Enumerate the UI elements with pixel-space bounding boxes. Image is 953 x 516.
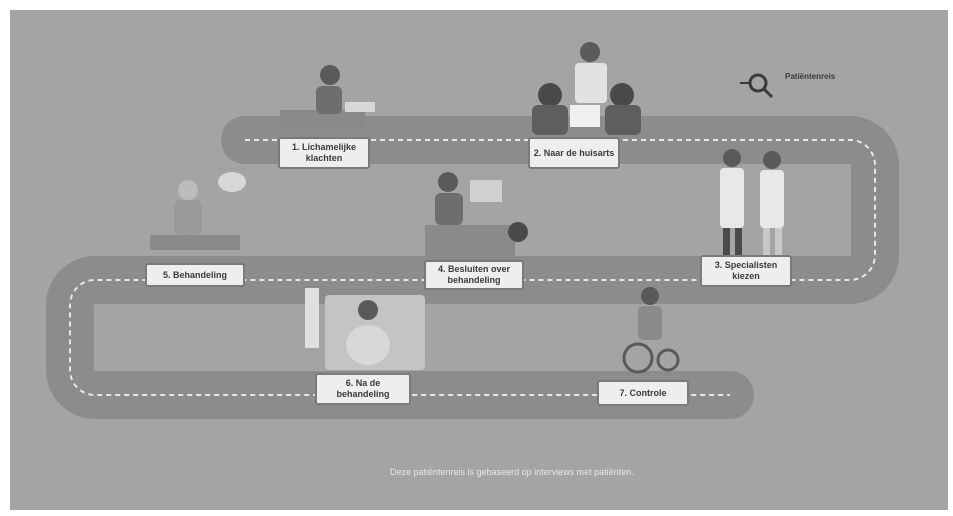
logo: Patiëntenreis <box>735 68 855 108</box>
step-6-label: 6. Na de behandeling <box>315 373 411 405</box>
step-4-label: 4. Besluiten over behandeling <box>424 260 524 290</box>
footnote: Deze patiëntenreis is gebaseerd op inter… <box>390 467 634 477</box>
specialists-illustration <box>720 149 784 256</box>
after-treatment-illustration <box>305 288 425 370</box>
magnifier-icon <box>740 73 774 99</box>
logo-title: Patiëntenreis <box>785 72 836 81</box>
doctor-consultation-illustration <box>532 42 641 135</box>
step-7-label: 7. Controle <box>597 380 689 406</box>
treatment-decision-illustration <box>425 172 528 260</box>
step-2-label: 2. Naar de huisarts <box>528 137 620 169</box>
patient-journey-diagram: 1. Lichamelijke klachten 2. Naar de huis… <box>10 10 948 510</box>
step-3-label: 3. Specialisten kiezen <box>700 255 792 287</box>
patient-treatment-illustration <box>150 172 246 250</box>
patient-at-desk-illustration <box>280 65 375 130</box>
step-1-label: 1. Lichamelijke klachten <box>278 137 370 169</box>
step-5-label: 5. Behandeling <box>145 263 245 287</box>
wheelchair-patient-illustration <box>622 287 680 374</box>
